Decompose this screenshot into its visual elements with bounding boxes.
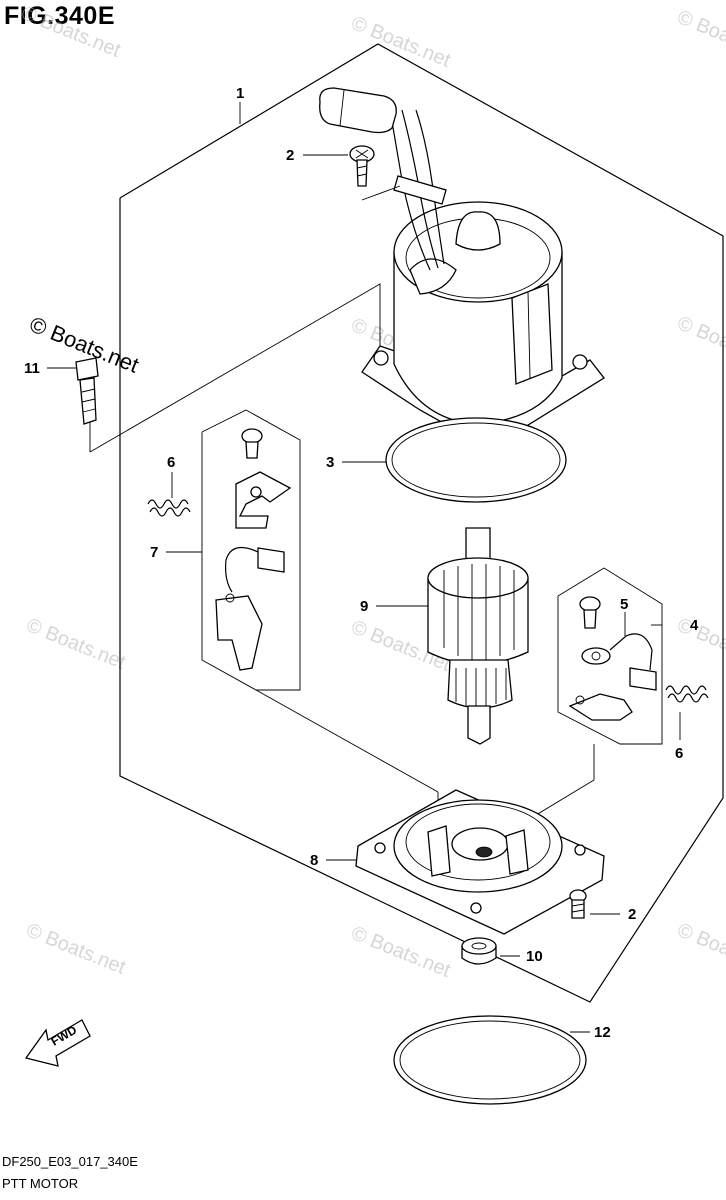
armature-icon (427, 527, 529, 745)
watermark-text: © Boats.net (674, 312, 726, 372)
spring-icon (147, 499, 191, 517)
callout-10: 10 (526, 948, 543, 965)
watermark-text: © Boats.net (674, 6, 726, 66)
fwd-arrow-icon: FWD (24, 1019, 91, 1067)
watermark-text: © Boats.net (23, 919, 129, 979)
watermark-text: © Boats.net (23, 614, 129, 674)
watermark-text: © Boats.net (674, 919, 726, 979)
sub-assembly-7-frame (201, 409, 301, 691)
figure-code: DF250_E03_017_340E (2, 1154, 138, 1169)
callout-2: 2 (286, 147, 294, 164)
callout-8: 8 (310, 852, 318, 869)
figure-title: FIG.340E (4, 2, 115, 30)
watermark-text: © Boats.net (18, 2, 124, 62)
callout-2: 2 (628, 906, 636, 923)
o-ring-icon (393, 1015, 587, 1105)
watermark-text: © Boats.net (348, 12, 454, 72)
screw-icon (569, 889, 587, 919)
callout-1: 1 (236, 85, 244, 102)
brush-holder-assembly-7 (215, 428, 292, 671)
leader-line (255, 689, 439, 793)
seal-icon (461, 937, 497, 965)
o-ring-icon (385, 417, 567, 503)
callout-4: 4 (690, 617, 699, 634)
callout-11: 11 (24, 360, 40, 377)
callout-labels: 1 2 3 4 5 6 6 7 8 9 2 10 11 12 (24, 85, 699, 1041)
callout-leaders (47, 102, 681, 1033)
spring-icon (665, 685, 709, 703)
callout-12: 12 (594, 1024, 611, 1041)
figure-name: PTT MOTOR (2, 1176, 79, 1191)
brush-holder-assembly-4 (568, 596, 657, 721)
callout-7: 7 (150, 544, 158, 561)
bolt-icon (75, 357, 99, 425)
callout-5: 5 (620, 596, 628, 613)
assembly-outline (89, 43, 724, 1003)
callout-6: 6 (167, 454, 175, 471)
callout-3: 3 (326, 454, 334, 471)
callout-6: 6 (675, 745, 683, 762)
watermark-text: © Boats.net (674, 614, 726, 674)
watermark-text: © Boats.net (348, 922, 454, 982)
end-cap-icon (355, 789, 605, 935)
motor-housing (319, 87, 605, 439)
callout-9: 9 (360, 598, 368, 615)
sub-assembly-4-frame (557, 567, 663, 745)
screw-icon (349, 145, 375, 187)
